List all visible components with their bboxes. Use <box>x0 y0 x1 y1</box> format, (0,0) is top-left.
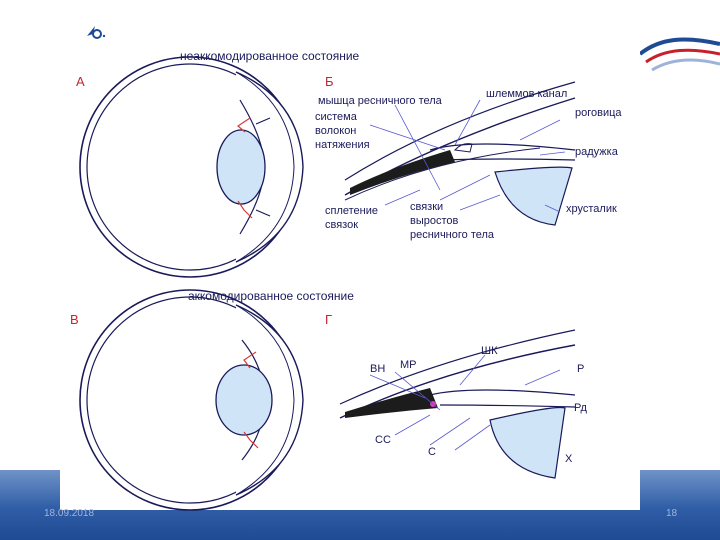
lens-shape-g <box>489 406 566 479</box>
label-muscle: мышца ресничного тела <box>318 95 443 107</box>
label-ligaments-3: ресничного тела <box>410 229 495 241</box>
label-fiber-system-1: система <box>315 111 358 123</box>
footer-date: 18.09.2018 <box>44 508 95 519</box>
label-iris: радужка <box>575 146 619 158</box>
label-lens: хрусталик <box>566 203 617 215</box>
label-shk: ШК <box>481 345 498 357</box>
panel-label-a: А <box>76 74 85 89</box>
wave-logo <box>640 37 720 72</box>
brand-icon <box>87 26 106 39</box>
detail-b <box>344 81 576 226</box>
panel-label-v: В <box>70 312 79 327</box>
label-rd: Рд <box>574 402 587 414</box>
detail-g <box>339 329 576 479</box>
lens-shape-b <box>494 166 573 226</box>
ciliary-muscle-shape-g <box>345 388 438 418</box>
label-kh: Х <box>565 453 573 465</box>
label-ligaments-1: связки <box>410 201 443 213</box>
label-fiber-system-2: волокон <box>315 125 356 137</box>
footer-page-number: 18 <box>666 508 678 519</box>
panel-label-g: Г <box>325 312 332 327</box>
label-cornea: роговица <box>575 107 622 119</box>
label-plexus-2: связок <box>325 219 358 231</box>
label-mr: МР <box>400 359 417 371</box>
panel-label-b: Б <box>325 74 334 89</box>
label-s: С <box>428 446 436 458</box>
ciliary-muscle-shape-b <box>350 150 455 195</box>
label-vn: ВН <box>370 363 385 375</box>
label-r: Р <box>577 363 584 375</box>
label-fiber-system-3: натяжения <box>315 139 370 151</box>
label-plexus-1: сплетение <box>325 205 378 217</box>
label-ligaments-2: выростов <box>410 215 459 227</box>
eye-v <box>79 289 304 511</box>
eye-a <box>79 56 304 278</box>
label-schlemm: шлеммов канал <box>486 88 567 100</box>
top-title: неаккомодированное состояние <box>180 49 360 63</box>
bottom-title: аккомодированное состояние <box>188 289 354 303</box>
label-ss: СС <box>375 434 391 446</box>
